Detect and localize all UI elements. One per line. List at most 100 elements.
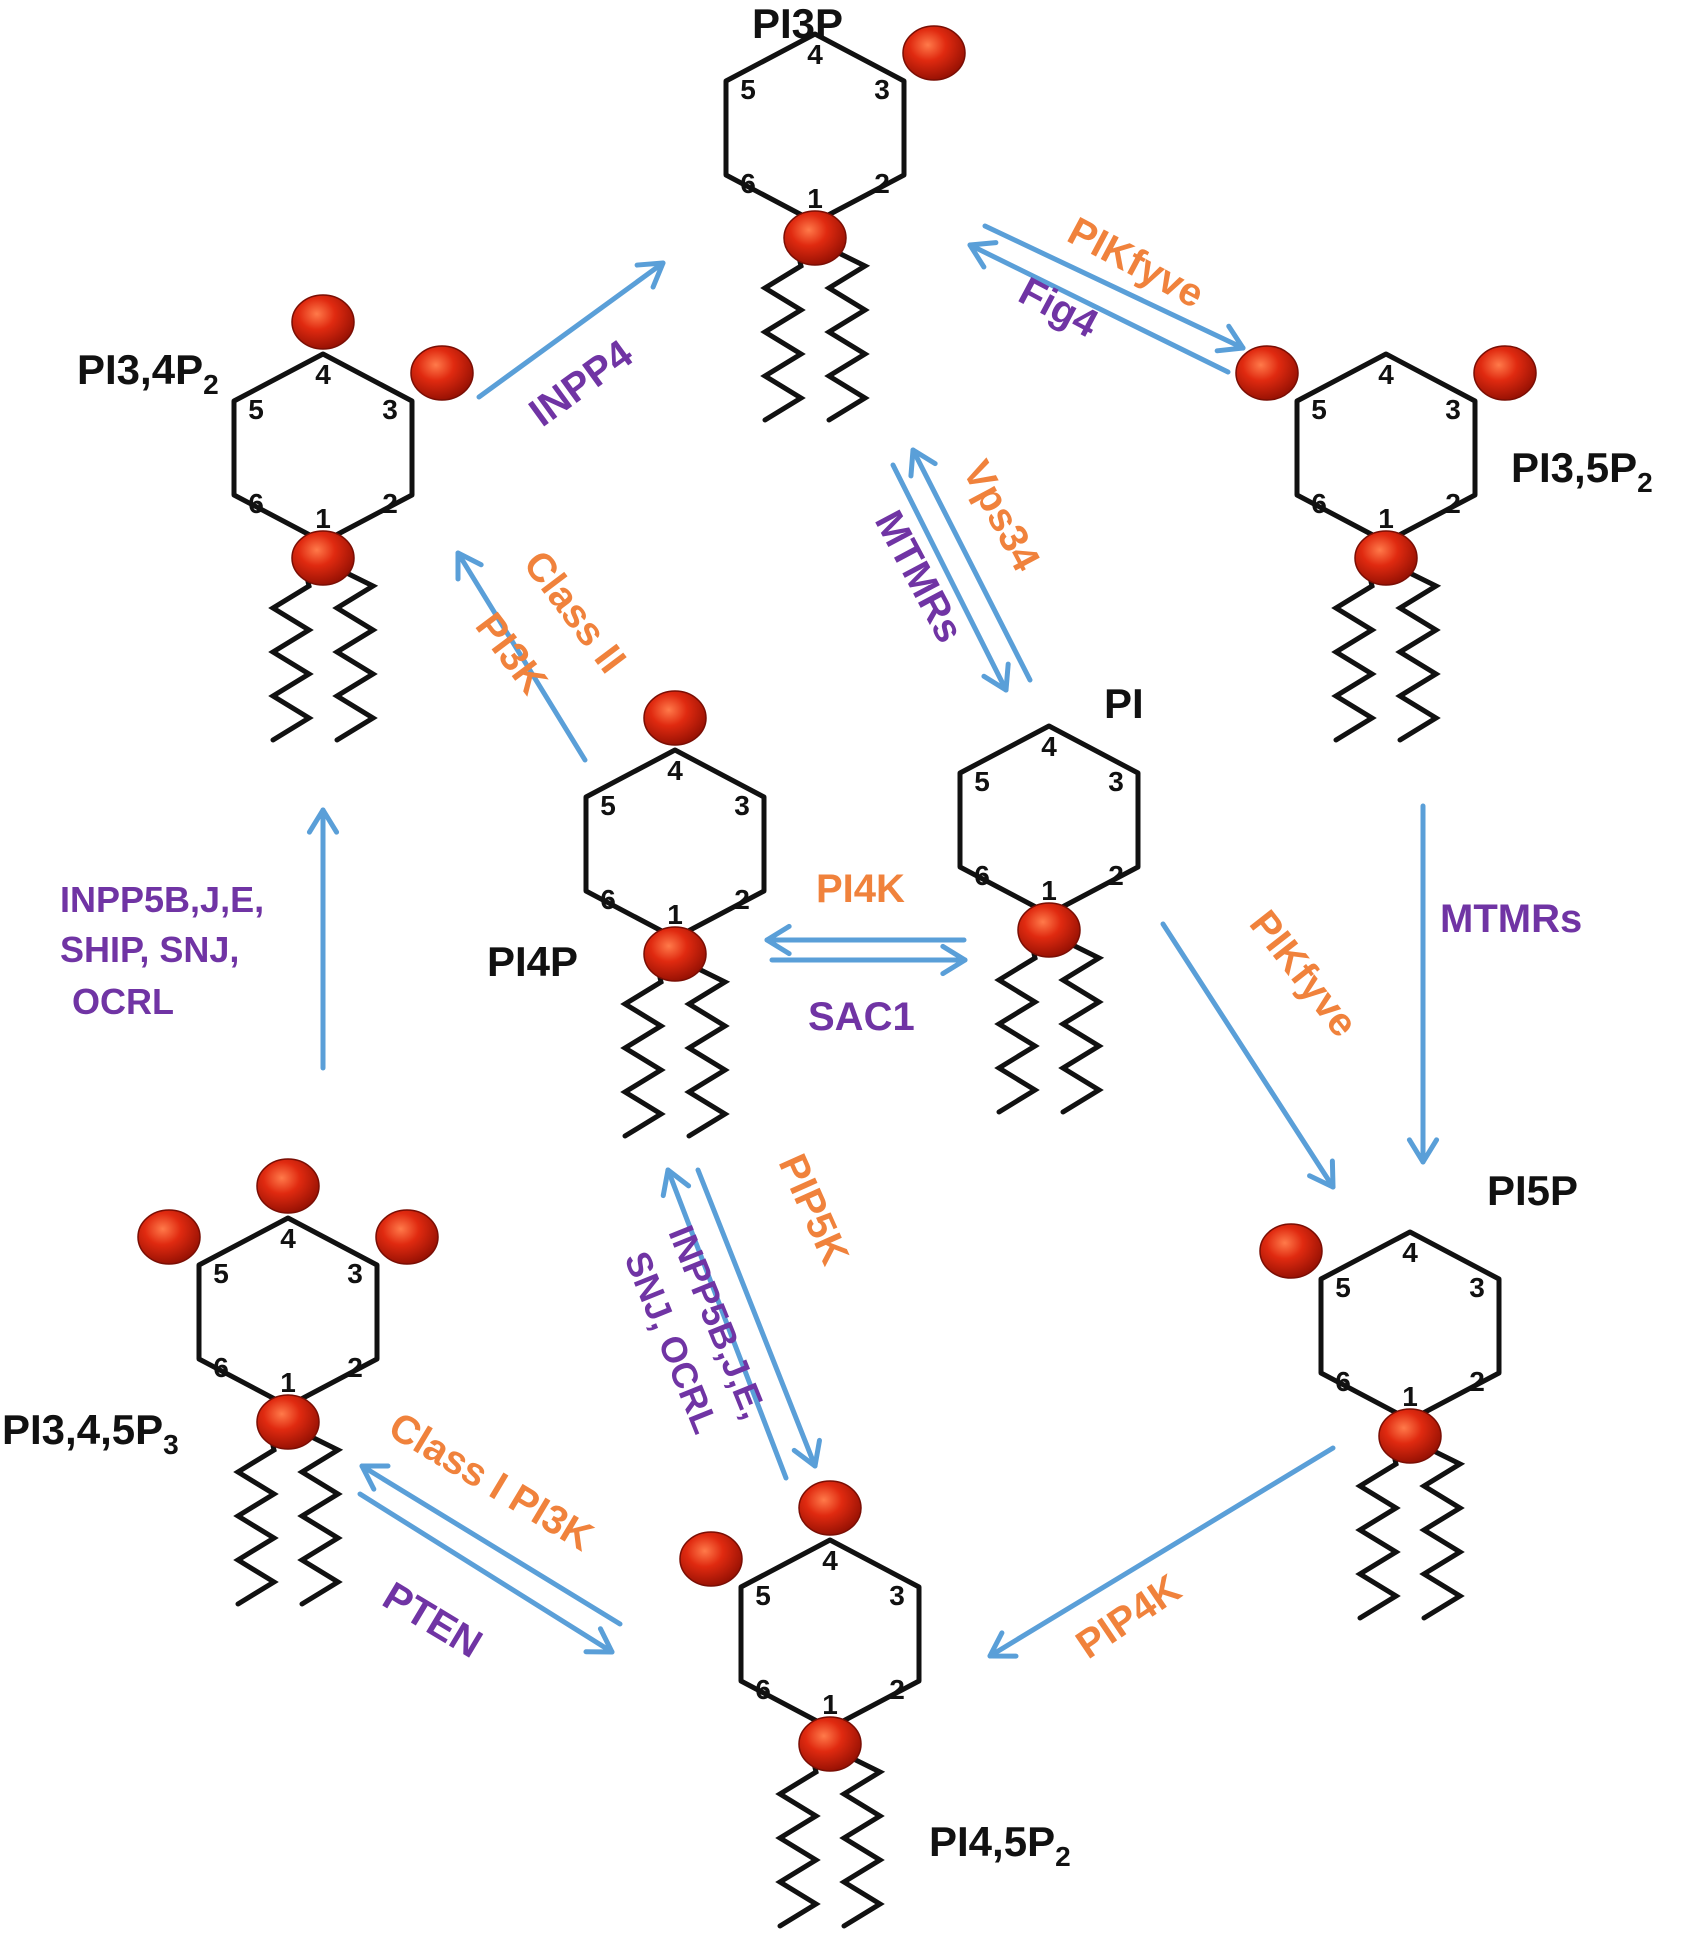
enzyme-pip4k: PIP4K [1068,1566,1189,1667]
enzyme-pikfyve-mid: PIKfyve [1241,902,1366,1045]
ring-position-1: 1 [822,1689,838,1720]
phosphate-head-group [783,210,847,266]
ring-position-2: 2 [1445,488,1461,519]
arrowhead [660,1167,692,1199]
arrow-pi4p-to-pi [769,943,968,977]
arrow-pi5p-to-pi45p2 [987,1445,1336,1659]
lipid-tail-right [1058,939,1105,1115]
arrow-pi-to-pi5p [1160,921,1336,1190]
phosphate-position-5 [137,1209,201,1265]
arrowhead [1406,1137,1440,1165]
label-pi345p3: PI3,4,5P3 [2,1406,179,1460]
lipid-tail-left [760,247,806,423]
enzyme-mtmrs-diagonal: MTMRs [866,504,972,650]
arrowhead [306,807,340,835]
ring-position-4: 4 [1378,359,1394,390]
arrow-pi345p3-to-pi34p2 [306,807,340,1071]
arrow-pi4p-to-pi34p2 [455,550,588,763]
ring-position-6: 6 [213,1352,229,1383]
ring-position-5: 5 [1335,1272,1351,1303]
arrowhead [908,447,938,479]
ring-position-4: 4 [667,755,683,786]
phosphate-head-group [291,530,355,586]
lipid-tail-right [824,247,871,423]
ring-position-4: 4 [280,1223,296,1254]
arrow-pi3p-to-pi35p2 [982,223,1246,354]
enzyme-mtmrs-right: MTMRs [1440,897,1582,941]
arrowhead [764,923,792,957]
arrow-pi-to-pi3p [908,447,1033,683]
ring-position-1: 1 [315,503,331,534]
ring-position-6: 6 [740,168,756,199]
arrows-layer [306,223,1440,1659]
arrowhead [359,1463,391,1492]
arrow-pi35p2-to-pi5p [1406,803,1440,1165]
ring-position-1: 1 [280,1367,296,1398]
label-pi5p: PI5P [1487,1167,1578,1214]
arrowhead [987,1630,1019,1659]
phosphate-position-5 [1235,345,1299,401]
arrowhead [940,943,968,977]
arrow-pi3p-to-pi [890,462,1011,693]
ring-position-3: 3 [382,394,398,425]
enzyme-fig4: Fig4 [1012,269,1106,347]
ring-position-3: 3 [1469,1272,1485,1303]
enzyme-pten: PTEN [375,1574,489,1667]
enzyme-inpp5b-left-line1: INPP5B,J,E, [60,879,264,920]
ring-position-3: 3 [347,1258,363,1289]
phosphate-position-4 [291,294,355,350]
phosphate-position-5 [1259,1223,1323,1279]
lipid-tail-left [268,567,314,743]
lipid-tail-right [1395,567,1442,743]
label-pi4p: PI4P [487,938,578,985]
ring-position-2: 2 [1469,1366,1485,1397]
ring-position-3: 3 [1108,766,1124,797]
enzyme-pip5k: PIP5K [770,1148,857,1272]
ring-position-6: 6 [1335,1366,1351,1397]
ring-position-1: 1 [1041,875,1057,906]
ring-position-5: 5 [740,74,756,105]
ring-position-3: 3 [889,1580,905,1611]
enzyme-inpp4: INPP4 [521,331,641,435]
arrow-pi45p2-to-pi4p [660,1167,789,1481]
ring-position-4: 4 [1402,1237,1418,1268]
lipid-tail-left [1331,567,1377,743]
ring-position-5: 5 [755,1580,771,1611]
arrow-pi35p2-to-pi3p [967,240,1231,375]
lipid-tail-right [332,567,379,743]
phosphate-head-group [1017,902,1081,958]
phosphate-position-4 [643,690,707,746]
arrowhead [583,1626,615,1655]
arrowhead [1307,1158,1336,1190]
ring-position-5: 5 [1311,394,1327,425]
phosphate-position-3 [1473,345,1537,401]
ring-position-3: 3 [734,790,750,821]
phosphate-head-group [1354,530,1418,586]
ring-position-5: 5 [213,1258,229,1289]
ring-position-6: 6 [974,860,990,891]
ring-position-2: 2 [889,1674,905,1705]
arrowhead [634,260,666,290]
lipid-tail-right [839,1753,886,1929]
lipid-tail-left [1355,1445,1401,1621]
arrow-pi45p2-to-pi345p3 [359,1463,623,1627]
phosphate-position-5 [679,1531,743,1587]
arrowhead [981,661,1011,693]
arrowhead [967,240,999,270]
label-pi45p2: PI4,5P2 [929,1818,1071,1872]
lipid-tail-left [620,963,666,1139]
ring-position-5: 5 [974,766,990,797]
labels-layer: PI3P PI3,4P2 PI3,5P2 PI PI4P PI5P PI3,4,… [2,0,1653,1872]
arrow-pi-to-pi4p [764,923,967,957]
ring-position-6: 6 [1311,488,1327,519]
ring-position-5: 5 [248,394,264,425]
